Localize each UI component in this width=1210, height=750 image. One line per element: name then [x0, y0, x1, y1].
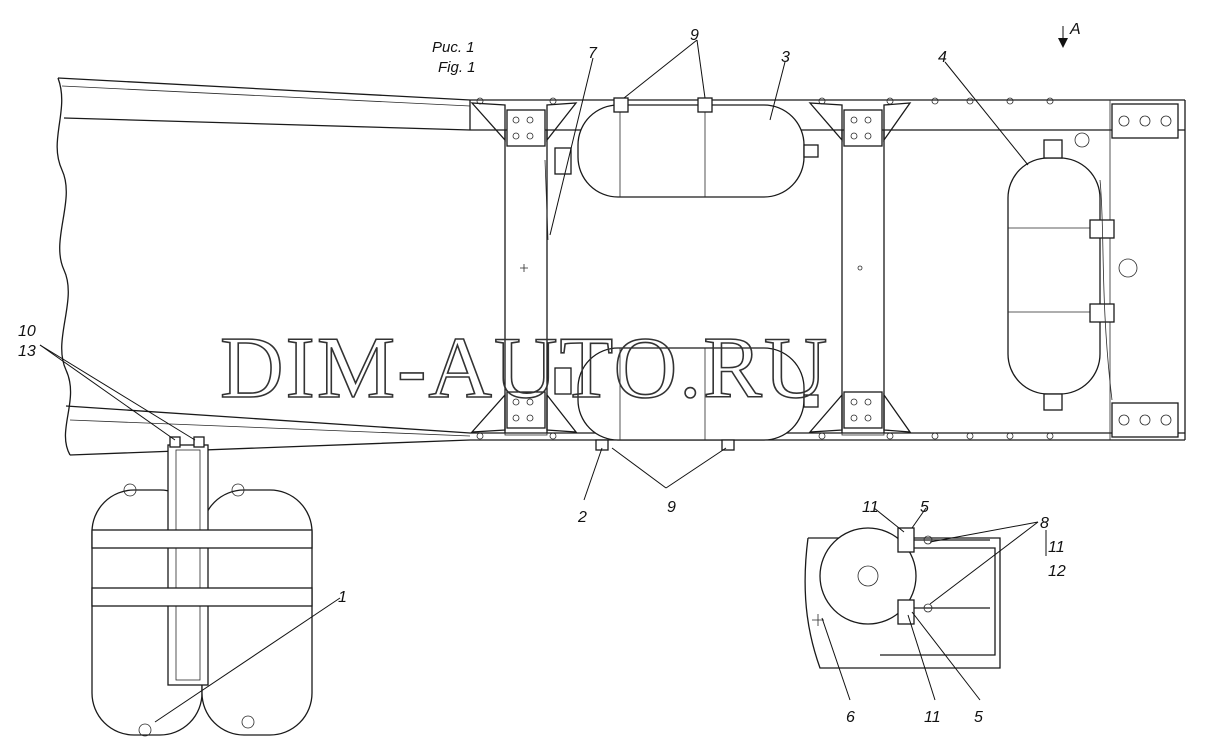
- callout-9-bottom: 9: [667, 499, 676, 516]
- leader-lines: [39, 39, 1047, 723]
- callout-11-top: 11: [862, 499, 879, 516]
- callout-2: 2: [577, 509, 587, 526]
- callout-11-right: 11: [1048, 539, 1065, 556]
- chassis-frame: [56, 77, 1186, 456]
- receiver-2: [554, 347, 819, 451]
- callout-6: 6: [846, 709, 855, 726]
- callout-5-top: 5: [920, 499, 929, 516]
- figure-caption-en: Fig. 1: [438, 59, 476, 76]
- callout-10: 10: [18, 323, 36, 340]
- figure-caption-ru: Рис. 1: [432, 39, 475, 56]
- callout-8: 8: [1040, 515, 1049, 532]
- callout-1: 1: [338, 589, 347, 606]
- view-a-detail: [804, 527, 1001, 669]
- watermark: DIM-AUTO.RU: [220, 320, 829, 417]
- callout-7: 7: [588, 45, 598, 62]
- callout-5-bottom: 5: [974, 709, 983, 726]
- view-a-label: A: [1069, 21, 1081, 38]
- receiver-3: [554, 97, 819, 198]
- callout-12: 12: [1048, 563, 1066, 580]
- callout-4: 4: [938, 49, 947, 66]
- callout-9-top: 9: [690, 27, 699, 44]
- callout-11-bottom: 11: [924, 709, 941, 726]
- receiver-4: [1007, 132, 1115, 411]
- callout-3: 3: [781, 49, 790, 66]
- callouts: 9 3 7 4 10 13 2 9 1 11 5 8 11 12 6 11 5: [18, 27, 1066, 726]
- callout-13: 13: [18, 343, 36, 360]
- receiver-1-bundle: [91, 436, 313, 737]
- view-a-arrow: [1058, 26, 1068, 48]
